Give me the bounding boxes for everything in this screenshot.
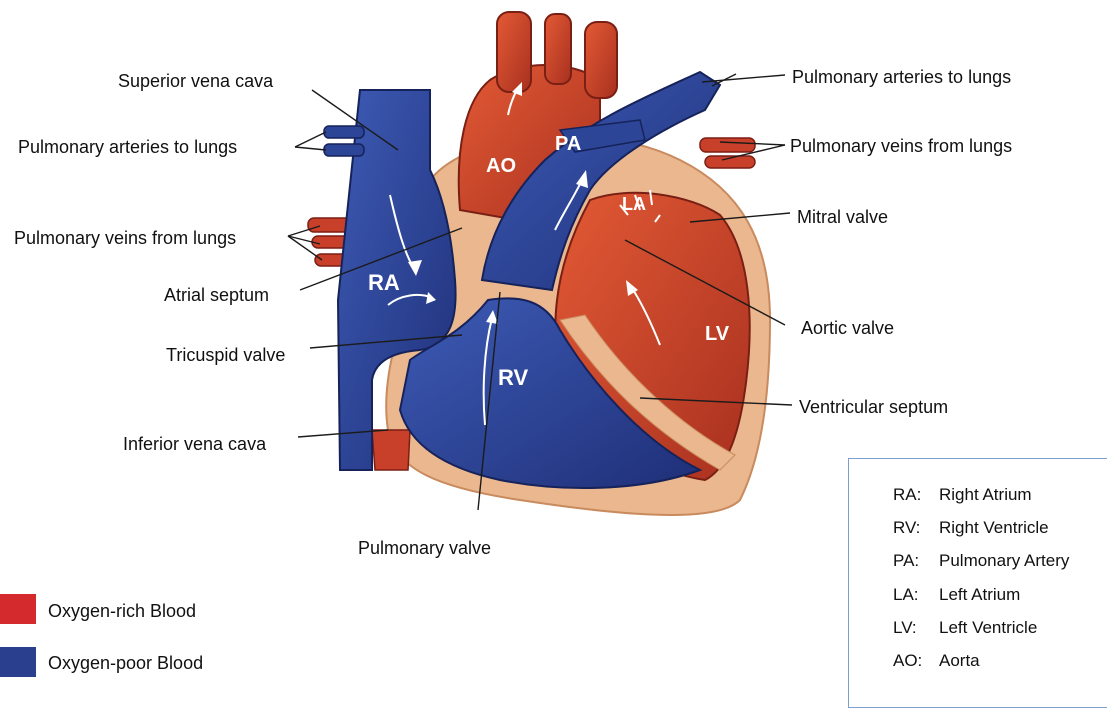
legend-abbr: AO: <box>893 651 939 671</box>
label-atrial-septum: Atrial septum <box>164 286 269 304</box>
legend-abbr: LV: <box>893 618 939 638</box>
chamber-pa: PA <box>555 133 581 155</box>
legend-row-pa: PA:Pulmonary Artery <box>893 551 1069 571</box>
legend-row-ao: AO:Aorta <box>893 651 980 671</box>
legend-meaning: Left Ventricle <box>939 618 1037 637</box>
legend-meaning: Right Atrium <box>939 485 1032 504</box>
chamber-ra: RA <box>368 270 400 295</box>
legend-row-lv: LV:Left Ventricle <box>893 618 1037 638</box>
legend-row-rv: RV:Right Ventricle <box>893 518 1049 538</box>
label-pulmonary-arteries-left: Pulmonary arteries to lungs <box>18 138 237 156</box>
legend-meaning: Pulmonary Artery <box>939 551 1069 570</box>
legend-meaning: Left Atrium <box>939 585 1020 604</box>
oxygen-rich-swatch <box>0 594 36 624</box>
oxygen-poor-swatch <box>0 647 36 677</box>
legend-row-la: LA:Left Atrium <box>893 585 1020 605</box>
label-tricuspid-valve: Tricuspid valve <box>166 346 285 364</box>
label-pulmonary-valve: Pulmonary valve <box>358 539 491 557</box>
oxygen-rich-label: Oxygen-rich Blood <box>48 602 196 620</box>
oxygen-poor-label: Oxygen-poor Blood <box>48 654 203 672</box>
legend-row-ra: RA:Right Atrium <box>893 485 1032 505</box>
legend-abbr: RV: <box>893 518 939 538</box>
legend-abbr: LA: <box>893 585 939 605</box>
chamber-ao: AO <box>486 155 516 177</box>
chamber-la: LA <box>622 194 646 214</box>
label-aortic-valve: Aortic valve <box>801 319 894 337</box>
chamber-rv: RV <box>498 365 528 390</box>
legend-abbr: RA: <box>893 485 939 505</box>
legend-abbr: PA: <box>893 551 939 571</box>
label-mitral-valve: Mitral valve <box>797 208 888 226</box>
label-pulmonary-arteries-right: Pulmonary arteries to lungs <box>792 68 1011 86</box>
label-inferior-vena-cava: Inferior vena cava <box>123 435 266 453</box>
label-ventricular-septum: Ventricular septum <box>799 398 948 416</box>
label-pulmonary-veins-right: Pulmonary veins from lungs <box>790 137 1012 155</box>
label-pulmonary-veins-left: Pulmonary veins from lungs <box>14 229 236 247</box>
label-superior-vena-cava: Superior vena cava <box>118 72 273 90</box>
descending-vessel-shape <box>372 430 410 470</box>
legend-meaning: Aorta <box>939 651 980 670</box>
abbreviation-legend: RA:Right Atrium RV:Right Ventricle PA:Pu… <box>848 458 1107 708</box>
chamber-lv: LV <box>705 323 730 345</box>
legend-meaning: Right Ventricle <box>939 518 1049 537</box>
